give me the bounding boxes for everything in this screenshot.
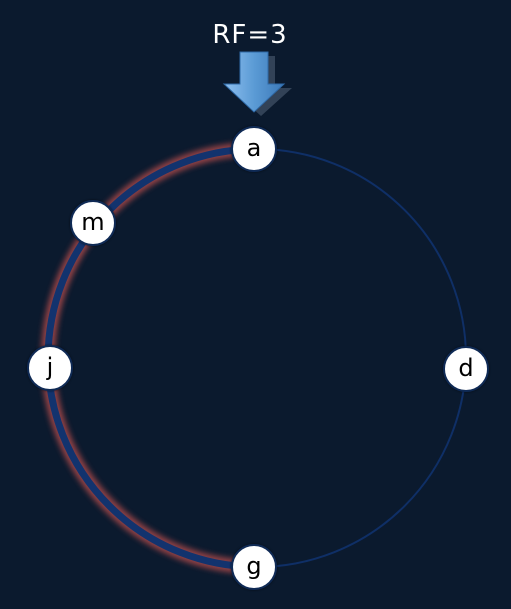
- node-a-label: a: [246, 134, 262, 162]
- node-m-label: m: [81, 208, 105, 236]
- node-j-label: j: [46, 353, 54, 381]
- node-j[interactable]: j: [27, 345, 73, 391]
- node-d[interactable]: d: [443, 346, 489, 392]
- down-arrow-icon: [222, 51, 292, 116]
- node-g-label: g: [246, 552, 262, 580]
- replication-factor-label: RF=3: [212, 20, 288, 50]
- node-g[interactable]: g: [231, 544, 277, 590]
- node-m[interactable]: m: [70, 200, 116, 246]
- node-d-label: d: [458, 354, 474, 382]
- node-a[interactable]: a: [231, 126, 277, 172]
